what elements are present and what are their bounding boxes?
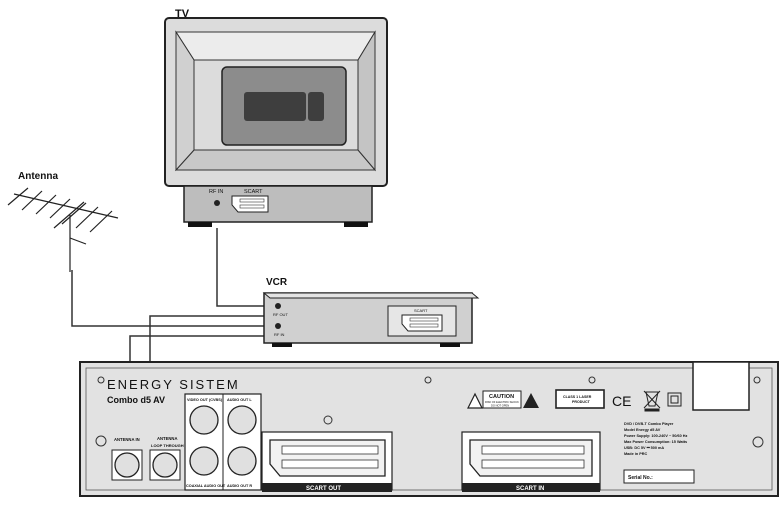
tv-rf-in-port xyxy=(214,200,220,206)
video-out-label: VIDEO OUT (CVBS) xyxy=(187,398,223,402)
vcr: VCR RF OUT RF IN SCART xyxy=(262,277,480,347)
vcr-rf-in-label: RF IN xyxy=(274,332,285,337)
video-out-port xyxy=(189,405,219,435)
cable-tv-to-vcr xyxy=(216,228,264,307)
audio-out-r-label: AUDIO OUT R xyxy=(227,484,252,488)
spec-line-1: DVD / DVB-T Combo Player xyxy=(624,422,674,426)
tv-scart-label: SCART xyxy=(244,189,263,195)
vcr-rf-out-label: RF OUT xyxy=(273,312,288,317)
antenna-loop-label-2: LOOP THROUGH xyxy=(151,443,184,448)
vcr-rf-in-port xyxy=(275,323,281,329)
shock-warning-icon xyxy=(467,392,483,409)
caution-label: CAUTION xyxy=(489,394,514,400)
class1-label-1: CLASS 1 LASER xyxy=(563,395,592,399)
receiver-rear-panel: ENERGY SISTEM Combo d5 AV ANTENNA IN ANT… xyxy=(79,361,779,497)
caution-sub-2: DO NOT OPEN xyxy=(491,404,509,408)
cables xyxy=(71,228,264,362)
coaxial-out-port xyxy=(189,446,219,476)
tv-rf-in-label: RF IN xyxy=(209,189,223,195)
cable-receiver-to-vcr xyxy=(129,335,264,362)
spec-line-2: Model Energy d5 AV xyxy=(624,428,661,432)
vcr-scart-label: SCART xyxy=(414,308,428,313)
spec-line-3: Power Supply: 100-240V ~ 50/60 Hz xyxy=(624,434,688,438)
audio-out-l-label: AUDIO OUT L xyxy=(227,398,252,402)
antenna: Antenna xyxy=(7,171,119,272)
caution-sub-1: RISK OF ELECTRIC SHOCK xyxy=(485,400,519,404)
model-name: Combo d5 AV xyxy=(107,395,165,405)
antenna-loop-label-1: ANTENNA xyxy=(157,436,177,441)
scart-out-label: SCART OUT xyxy=(306,486,341,492)
scart-in-port xyxy=(469,439,593,477)
cable-antenna-to-vcr xyxy=(71,270,264,327)
exclamation-warning-icon xyxy=(523,393,539,408)
audio-out-l-port xyxy=(227,405,257,435)
antenna-in-label: ANTENNA IN xyxy=(114,437,140,442)
scart-in-label: SCART IN xyxy=(516,486,544,492)
spec-line-6: Made in PRC xyxy=(624,452,647,456)
weee-bin-icon xyxy=(643,390,661,412)
scart-out-port xyxy=(269,439,386,477)
coaxial-out-label: COAXIAL AUDIO OUT xyxy=(186,484,226,488)
audio-out-r-port xyxy=(227,446,257,476)
antenna-in-port xyxy=(114,452,140,478)
vcr-rf-out-port xyxy=(275,303,281,309)
cable-receiver-loop xyxy=(149,315,264,362)
serial-label: Serial No.: xyxy=(628,475,653,481)
spec-line-4: Max Power Consumption: 15 Watts xyxy=(624,440,687,444)
spec-line-5: USB: DC 5V ⎓ 500 mA xyxy=(624,446,664,450)
vcr-scart-port xyxy=(401,314,443,332)
antenna-label: Antenna xyxy=(18,171,58,182)
tv: TV RF IN SCART xyxy=(164,8,388,227)
vcr-label: VCR xyxy=(266,277,288,288)
class1-label-2: PRODUCT xyxy=(572,400,591,404)
class-ii-icon xyxy=(667,392,682,407)
tv-scart-port xyxy=(231,195,269,213)
ce-mark: CE xyxy=(612,393,631,409)
brand-logo: ENERGY SISTEM xyxy=(107,377,240,392)
antenna-loop-port xyxy=(152,452,178,478)
